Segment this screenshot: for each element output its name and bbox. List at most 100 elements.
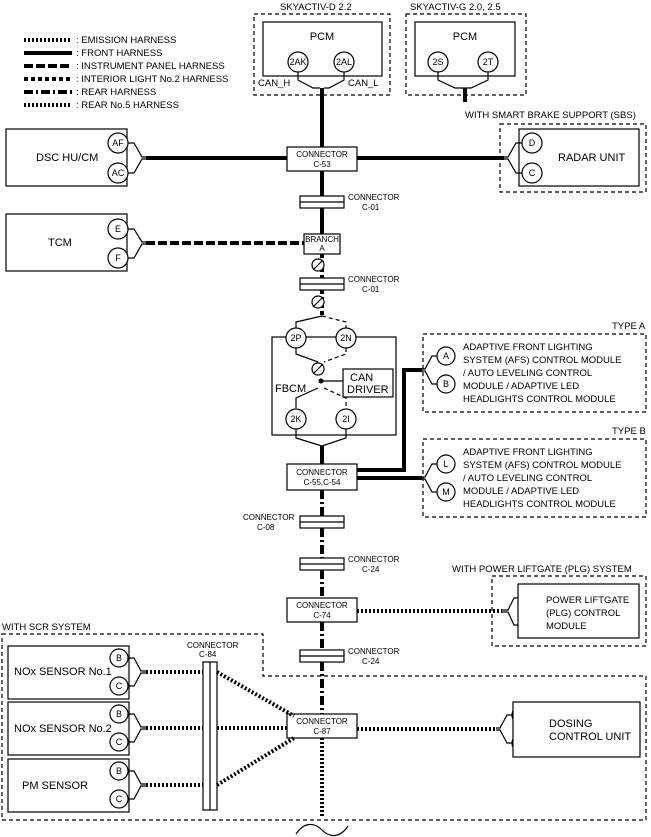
radar-pin-d-label: D: [529, 138, 536, 148]
legend-label-instrument-panel: : INSTRUMENT PANEL HARNESS: [76, 61, 225, 72]
legend-label-rear-no5: : REAR No.5 HARNESS: [76, 100, 179, 111]
radar-pin-c-label: C: [529, 168, 536, 178]
plg-wire-l: [502, 611, 519, 626]
nox-sensor-1-label: NOx SENSOR No.1: [14, 666, 112, 678]
can-driver-label-1: CAN: [350, 372, 373, 384]
pm-sensor-module: [7, 758, 130, 813]
group-scr-outline: [1, 633, 647, 821]
connector-c01-upper-label: CONNECTOR: [348, 193, 400, 202]
group-sbs-label: WITH SMART BRAKE SUPPORT (SBS): [465, 110, 636, 121]
can-driver-box: [342, 368, 394, 398]
fbcm-pin-2n-label: 2N: [340, 333, 352, 343]
connector-c53: [286, 146, 358, 172]
afs-a-front-harness: [357, 368, 422, 472]
termination-resistor-2-slash: [312, 296, 324, 308]
plg-line-3: MODULE: [546, 621, 587, 632]
nox1-wire-l: [128, 672, 146, 687]
fbcm-pin-2k-label: 2K: [290, 414, 301, 424]
afs-b-line-5: HEADLIGHTS CONTROL MODULE: [463, 499, 616, 510]
afs-b-line-3: / AUTO LEVELING CONTROL: [463, 473, 592, 484]
dosing-label-1: DOSING: [549, 718, 592, 730]
fbcm-top-wire-l: [321, 315, 347, 328]
afs-a-line-4: MODULE / ADAPTIVE LED: [463, 381, 579, 392]
radar-wire-l: [504, 158, 522, 174]
afs-b-line-2: SYSTEM (AFS) CONTROL MODULE: [463, 460, 622, 471]
termination-resistor-1-slash: [312, 259, 324, 271]
group-skyactiv-g-label: SKYACTIV-G 2.0, 2.5: [410, 2, 501, 13]
connector-c53-label: CONNECTOR: [296, 150, 348, 159]
fbcm-label: FBCM: [275, 383, 306, 395]
pcm-g-wire-l: [465, 72, 489, 89]
connector-c24-lower-label: CONNECTOR: [348, 647, 400, 656]
plg-wire-h: [502, 597, 519, 611]
afs-b-pin-l-label: L: [443, 459, 448, 469]
nox-sensor-2-label: NOx SENSOR No.2: [14, 723, 112, 735]
tcm-wire-h: [128, 228, 146, 243]
connector-c55-id: C-55,C-54: [304, 478, 341, 487]
fbcm-junction-dot: [318, 378, 324, 384]
branch-a-label: BRANCH: [305, 235, 339, 244]
fbcm-pin-2p-label: 2P: [290, 333, 301, 343]
afs-a-pin-a-label: A: [443, 351, 449, 361]
pm-pin-c-label: C: [116, 794, 123, 804]
dosing-wire-l: [496, 729, 512, 744]
radar-wire-h: [504, 142, 522, 158]
fbcm-bottom-wire-l: [321, 429, 347, 447]
connector-c53-id: C-53: [313, 160, 331, 169]
afs-b-wire-l: [420, 478, 437, 493]
dosing-control-unit: [512, 701, 641, 758]
connector-c24-upper-label: CONNECTOR: [348, 555, 400, 564]
nox-sensor-2-module: [7, 701, 130, 756]
connector-c01-lower-label: CONNECTOR: [348, 275, 400, 284]
connector-c74-id: C-74: [313, 611, 331, 620]
connector-c55-label: CONNECTOR: [296, 468, 348, 477]
plg-line-2: (PLG) CONTROL: [546, 608, 620, 619]
tcm-module: [5, 213, 128, 272]
fbcm-internal-h-top: [295, 348, 319, 363]
dosing-wire-h: [496, 714, 512, 729]
fbcm-bottom-wire-h: [295, 429, 323, 447]
nox2-pin-c-label: C: [116, 737, 123, 747]
afs-a-line-3: / AUTO LEVELING CONTROL: [463, 368, 592, 379]
afs-b-pin-m-label: M: [442, 487, 450, 497]
dsc-hu-cm-label: DSC HU/CM: [36, 152, 98, 164]
connector-c84-id: C-84: [199, 650, 217, 659]
dsc-hu-cm-module: [5, 128, 128, 187]
pcm-d-pin-2al-label: 2AL: [336, 57, 352, 67]
pcm-g-pin-2s-label: 2S: [432, 57, 443, 67]
tcm-label: TCM: [48, 237, 72, 249]
connector-c01-upper-id: C-01: [362, 203, 380, 212]
connector-c87-id: C-87: [313, 727, 331, 736]
nox-sensor-1-module: [7, 645, 130, 700]
legend-label-rear: : REAR HARNESS: [76, 87, 156, 98]
group-skyactiv-d-label: SKYACTIV-D 2.2: [280, 2, 352, 13]
tcm-pin-f-label: F: [115, 253, 121, 263]
group-skyactiv-d-outline: [253, 13, 391, 96]
afs-a-line-1: ADAPTIVE FRONT LIGHTING: [463, 342, 593, 353]
afs-b-wire-h: [420, 463, 437, 478]
group-type-b-outline: [422, 438, 647, 518]
fbcm-top-wire-h: [295, 315, 323, 328]
afs-b-line-4: MODULE / ADAPTIVE LED: [463, 486, 579, 497]
fbcm-internal-l-top: [323, 348, 347, 363]
afs-a-pin-b-label: B: [443, 379, 449, 389]
nox2-wire-l: [128, 728, 146, 743]
afs-a-wire-l: [420, 370, 437, 385]
pm-to-c87-harness: [215, 736, 296, 787]
group-type-b-label: TYPE B: [612, 426, 646, 437]
group-plg-outline: [491, 575, 647, 647]
group-type-a-outline: [422, 333, 647, 413]
pcm-d-can-l-label: CAN_L: [348, 78, 379, 89]
tcm-wire-l: [128, 243, 146, 259]
branch-a-id: A: [319, 244, 325, 253]
nox2-pin-b-label: B: [116, 709, 122, 719]
can-driver-label-2: DRIVER: [347, 384, 389, 396]
connector-c24-upper-id: C-24: [362, 565, 380, 574]
connector-c55-c54: [286, 463, 358, 491]
legend-label-interior-light: : INTERIOR LIGHT No.2 HARNESS: [76, 74, 228, 85]
connector-c24-lower-id: C-24: [362, 657, 380, 666]
pcm-d-can-h-label: CAN_H: [258, 78, 290, 89]
pcm-g-pin-2t-label: 2T: [483, 57, 494, 67]
nox1-to-c87-harness: [216, 670, 295, 718]
connector-c08-id: C-08: [257, 523, 275, 532]
